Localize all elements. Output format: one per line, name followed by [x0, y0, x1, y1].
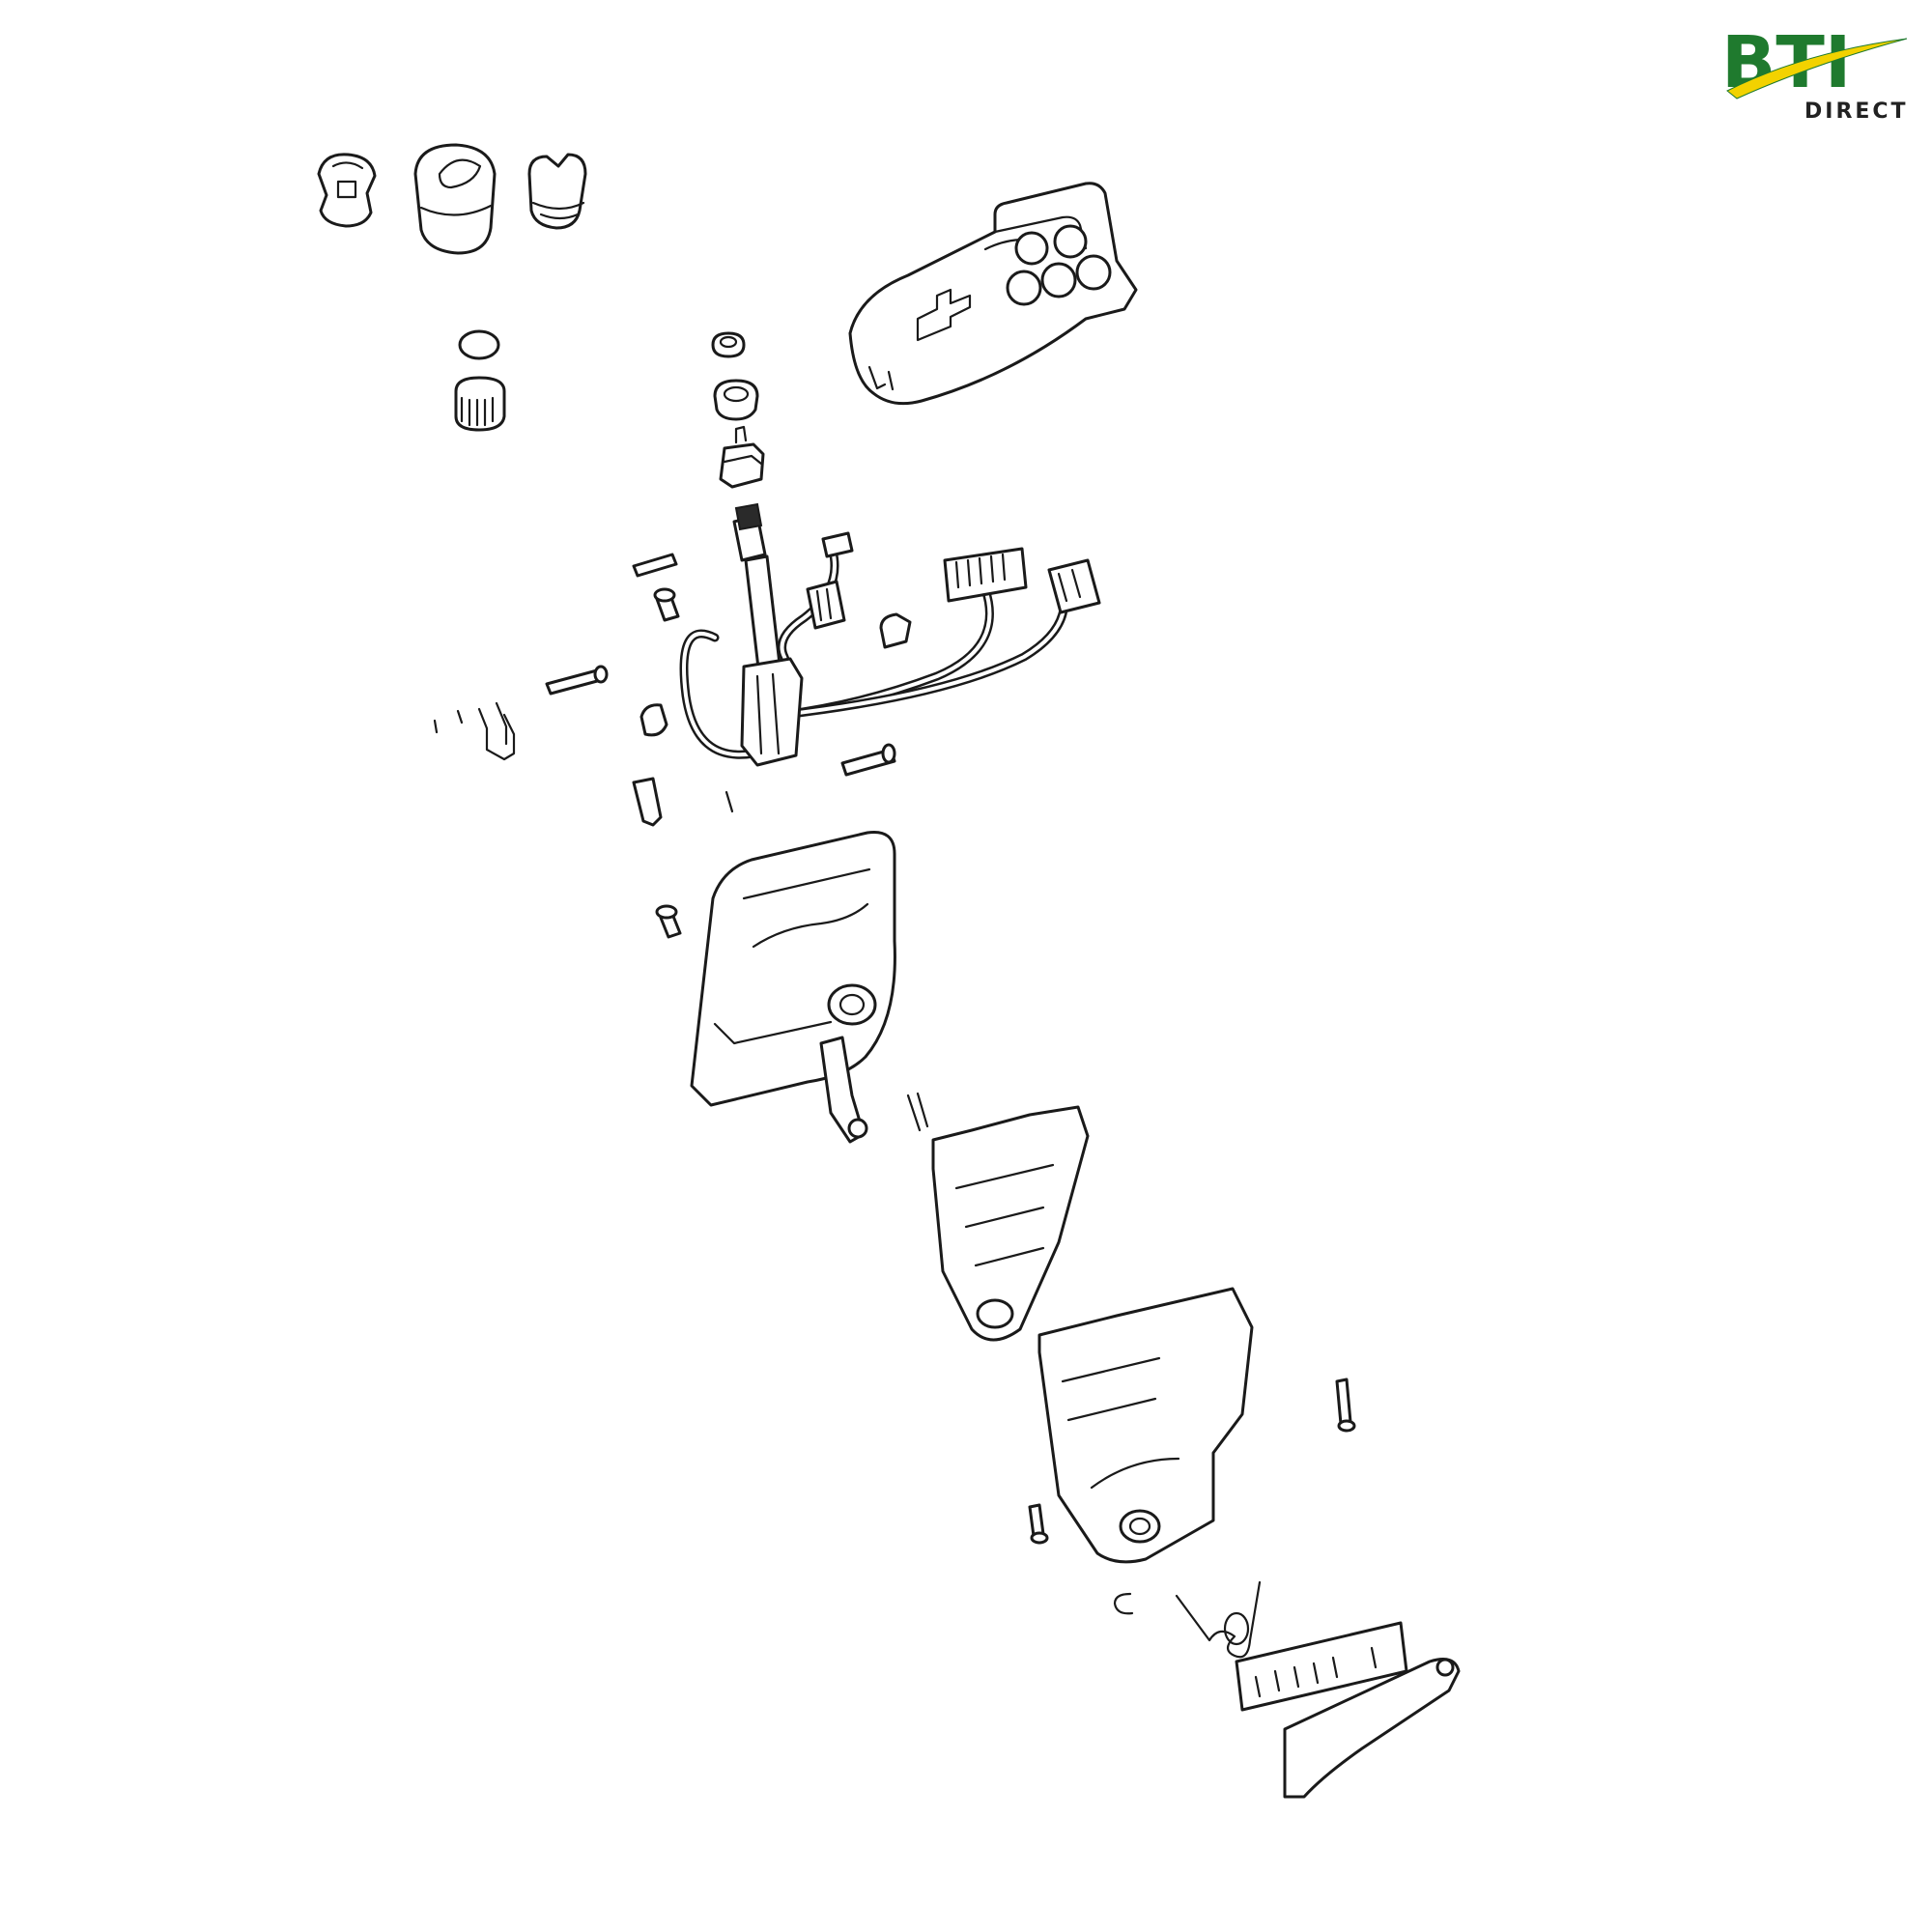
lever-assembly — [732, 502, 804, 767]
connector-right — [1047, 558, 1101, 614]
pin-right — [840, 743, 896, 777]
cotter-pin-upper — [632, 553, 678, 578]
knob-insert-part — [527, 153, 587, 230]
housing-cover — [690, 830, 896, 1107]
large-grommet-part — [713, 379, 759, 421]
screw-cover — [655, 904, 682, 939]
linkage-arm — [819, 1036, 868, 1144]
bolt-right — [1335, 1378, 1356, 1433]
connector-mid — [806, 580, 846, 630]
control-panel-housing — [848, 182, 1138, 406]
hairpin-clip — [906, 1092, 929, 1132]
lower-housing — [1037, 1287, 1254, 1564]
pin-left — [545, 665, 609, 696]
mounting-bracket-upper — [931, 1105, 1090, 1342]
bti-direct-logo: BTI DIRECT — [1721, 21, 1909, 124]
torsion-spring — [1175, 1580, 1262, 1659]
logo-swoosh-icon — [1726, 38, 1908, 99]
knob-cover-part — [413, 143, 497, 255]
spring-clip — [433, 701, 516, 761]
push-clip — [632, 777, 663, 827]
clip-part — [317, 153, 377, 228]
screw-upper — [653, 587, 680, 622]
logo-sub-text: DIRECT — [1804, 99, 1909, 124]
connector-small — [821, 531, 854, 558]
snap-ring — [1113, 1592, 1134, 1615]
rocker-switch-part — [719, 425, 765, 489]
connector-large — [943, 547, 1028, 603]
cover-plate — [1283, 1658, 1461, 1799]
cable-clip — [879, 612, 912, 649]
small-pin — [724, 790, 734, 813]
small-grommet-part — [711, 331, 746, 358]
bolt-left — [1028, 1503, 1049, 1545]
o-ring-part — [458, 329, 500, 360]
retainer-clip — [639, 703, 668, 737]
knurled-nut-part — [454, 376, 506, 432]
